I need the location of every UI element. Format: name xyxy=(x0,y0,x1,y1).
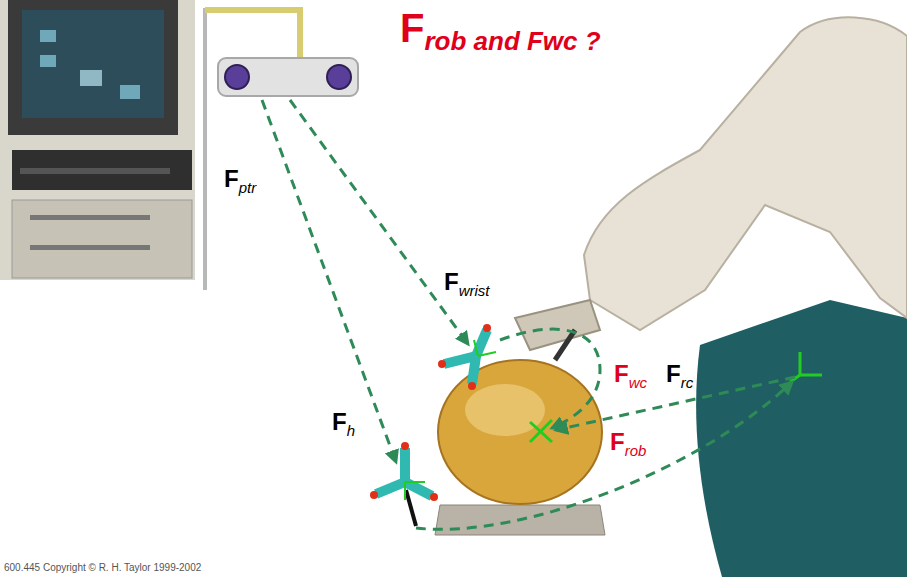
tracker-console xyxy=(0,0,195,280)
transform-arrows xyxy=(262,100,795,529)
slide-title: Frob and Fwc ? xyxy=(398,4,603,57)
wrist-marker xyxy=(438,324,496,390)
frame-label: Fh xyxy=(330,408,357,440)
head-marker xyxy=(370,442,438,526)
robot-arm xyxy=(515,17,907,577)
frame-label: Fwc xyxy=(612,360,649,392)
frame-label: Frob xyxy=(608,428,648,460)
frame-label: Fwrist xyxy=(442,268,492,300)
coordinate-frames xyxy=(530,352,822,442)
frame-label: Frc xyxy=(664,360,695,392)
skull-phantom xyxy=(435,330,605,535)
copyright-note: 600.445 Copyright © R. H. Taylor 1999-20… xyxy=(4,562,201,574)
frame-label: Fptr xyxy=(222,165,258,197)
